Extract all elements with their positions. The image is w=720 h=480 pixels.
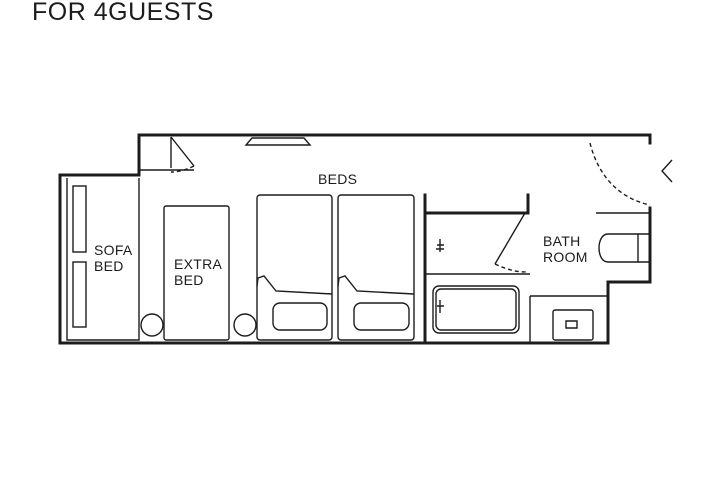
extra-bed-label-line2: BED [174, 272, 204, 288]
beds-label: BEDS [318, 171, 357, 187]
bathroom-label-line2: ROOM [543, 249, 588, 265]
sofa-bed-label-line2: BED [94, 258, 124, 274]
entrance-door [589, 135, 673, 206]
tv-icon [244, 137, 312, 146]
extra-bed [140, 205, 257, 341]
sofa-bed-label-line1: SOFA [94, 242, 133, 258]
twin-beds [256, 194, 415, 341]
bathroom-fixtures [432, 212, 651, 341]
sofa-bed [72, 185, 87, 328]
closet-door [170, 136, 195, 173]
page-title: FOR 4GUESTS [32, 0, 214, 26]
extra-bed-label-line1: EXTRA [174, 256, 223, 272]
bathroom-label-line1: BATH [543, 233, 581, 249]
